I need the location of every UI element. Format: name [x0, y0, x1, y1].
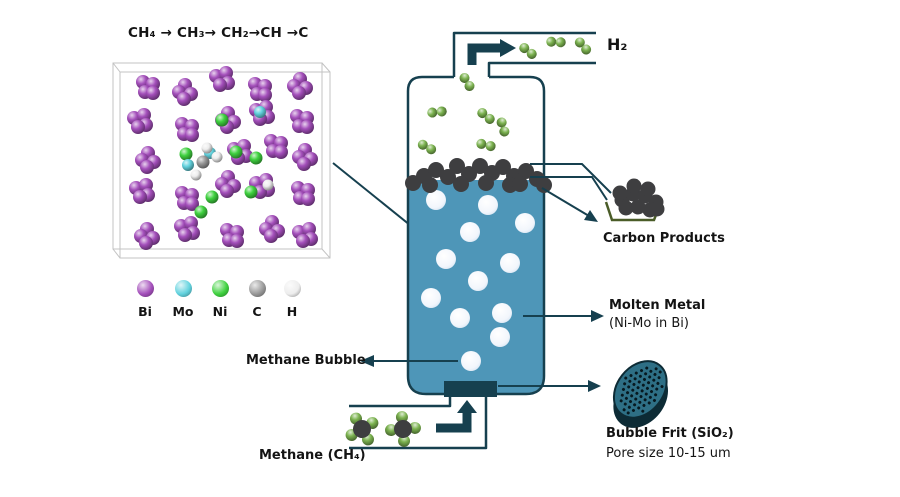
legend-item-h: H — [270, 280, 314, 319]
reaction-formula: CH₄ → CH₃→ CH₂→CH →C — [128, 25, 309, 41]
c-sphere-icon — [248, 280, 266, 297]
h2-flow-arrow — [467, 39, 516, 65]
legend-item-mo: Mo — [161, 280, 205, 319]
methane-inlet-pipe — [349, 396, 488, 450]
legend-item-c: C — [235, 280, 279, 319]
molten-metal-label: Molten Metal — [609, 298, 706, 313]
bubble-frit-pointer — [498, 380, 601, 392]
pore-size-label: Pore size 10-15 um — [606, 446, 731, 461]
mo-sphere-icon — [174, 280, 192, 297]
bubble-frit-label: Bubble Frit (SiO₂) — [606, 426, 734, 441]
legend-label-ni: Ni — [212, 304, 228, 319]
methane-feed-label: Methane (CH₄) — [259, 448, 366, 463]
legend-label-c: C — [252, 304, 262, 319]
ni-sphere-icon — [211, 280, 229, 297]
legend-label-h: H — [286, 304, 298, 319]
carbon-products-label: Carbon Products — [603, 231, 725, 246]
methane-molecules — [345, 411, 421, 447]
carbon-chute — [530, 163, 612, 201]
simulation-box-atoms — [127, 66, 318, 250]
methane-bubble-pointer — [360, 355, 458, 367]
carbon-product-pile — [612, 178, 665, 218]
molten-metal-pointer — [523, 310, 604, 322]
hydrogen-molecules — [417, 36, 592, 155]
frit-pores — [619, 366, 664, 415]
bubble-frit-bar — [444, 381, 497, 397]
molten-metal-detail-label: (Ni-Mo in Bi) — [609, 316, 689, 331]
bi-sphere-icon — [136, 280, 154, 297]
h2-label: H₂ — [607, 35, 628, 54]
legend-item-bi: Bi — [123, 280, 167, 319]
h-sphere-icon — [283, 280, 301, 297]
h2-outlet-pipe — [452, 31, 596, 77]
methane-bubble-label: Methane Bubble — [246, 353, 366, 368]
carbon-products-arrow — [541, 187, 598, 222]
legend-label-bi: Bi — [138, 304, 152, 319]
legend-label-mo: Mo — [172, 304, 194, 319]
methane-flow-arrow — [436, 400, 477, 433]
bubble-frit-disc — [612, 360, 668, 428]
carbon-surface-layer — [405, 158, 552, 193]
methane-bubbles — [421, 190, 535, 371]
legend-item-ni: Ni — [198, 280, 242, 319]
